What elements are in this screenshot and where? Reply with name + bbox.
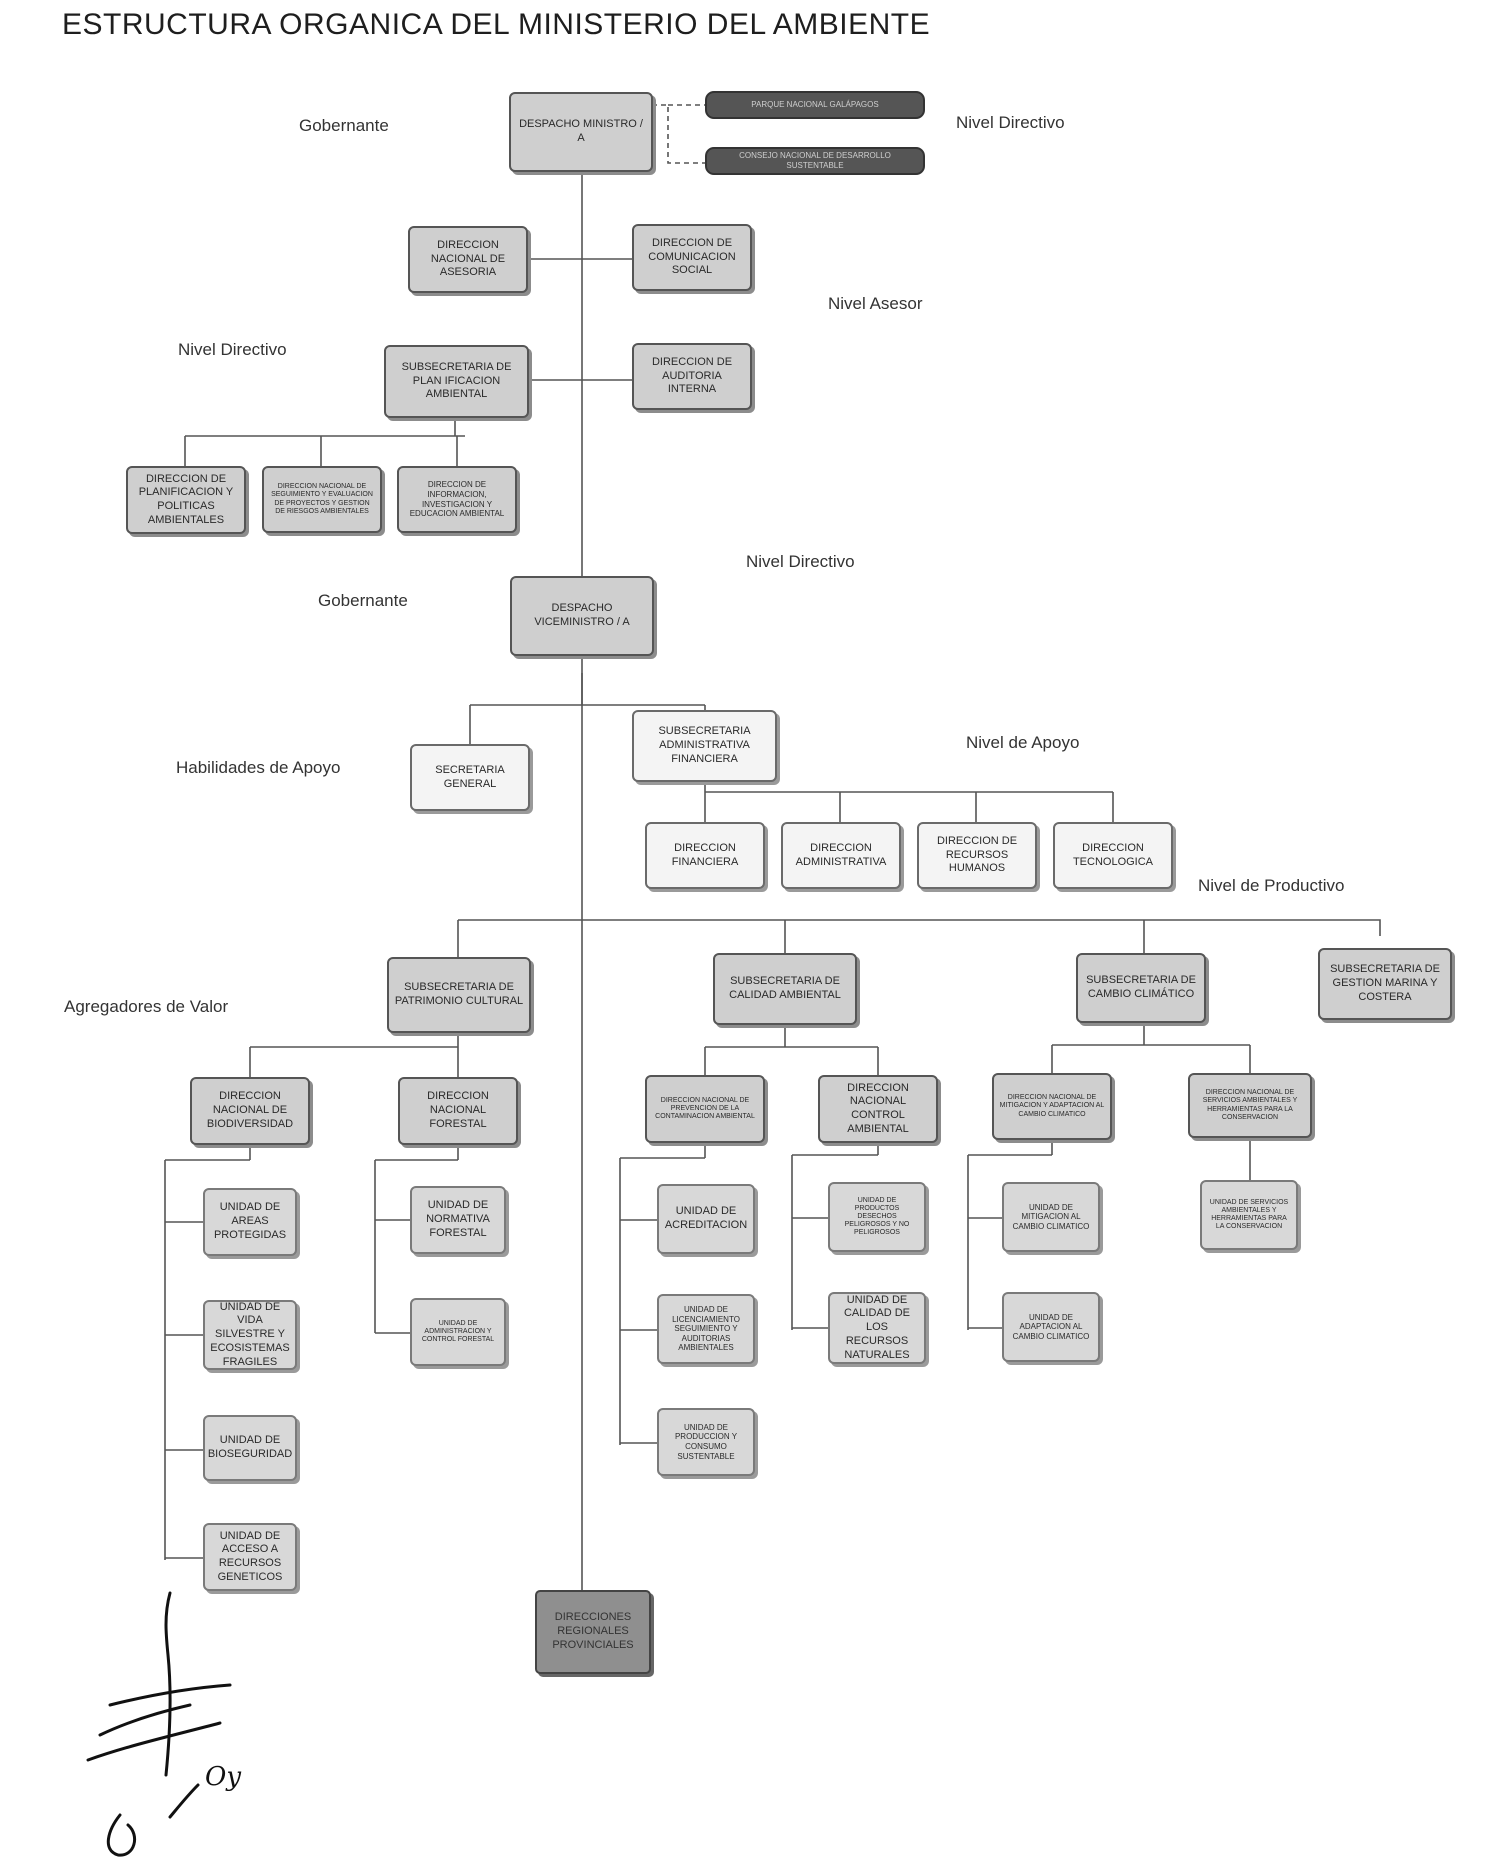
direccion-prevencion-box: DIRECCION NACIONAL DE PREVENCION DE LA C… — [645, 1075, 765, 1143]
despacho-viceministro-box: DESPACHO VICEMINISTRO / A — [510, 576, 654, 656]
connector-line — [249, 1035, 459, 1077]
direccion-asesoria-box: DIRECCION NACIONAL DE ASESORIA — [408, 226, 528, 293]
connector-line — [164, 1145, 251, 1560]
unidad-vida-silvestre-box: UNIDAD DE VIDA SILVESTRE Y ECOSISTEMAS F… — [203, 1300, 297, 1370]
subsecretaria-administrativa-box: SUBSECRETARIA ADMINISTRATIVA FINANCIERA — [632, 710, 777, 782]
signature-initials: Oy — [205, 1762, 241, 1792]
subsecretaria-calidad-box: SUBSECRETARIA DE CALIDAD AMBIENTAL — [713, 953, 857, 1025]
unidad-servicios-box: UNIDAD DE SERVICIOS AMBIENTALES Y HERRAM… — [1200, 1180, 1298, 1250]
level-label-gobernante: Gobernante — [318, 591, 408, 610]
unidad-mitigacion-box: UNIDAD DE MITIGACION AL CAMBIO CLIMATICO — [1002, 1182, 1100, 1252]
direccion-informacion-box: DIRECCION DE INFORMACION, INVESTIGACION … — [397, 466, 517, 533]
subsecretaria-planificacion-box: SUBSECRETARIA DE PLAN IFICACION AMBIENTA… — [384, 345, 529, 418]
dashed-link-line — [652, 104, 705, 164]
connector-line — [791, 1143, 879, 1330]
despacho-ministro-box: DESPACHO MINISTRO / A — [509, 92, 653, 172]
unidad-acreditacion-box: UNIDAD DE ACREDITACION — [657, 1184, 755, 1254]
direccion-biodiversidad-box: DIRECCION NACIONAL DE BIODIVERSIDAD — [190, 1077, 310, 1145]
level-label-nivel-asesor: Nivel Asesor — [828, 294, 923, 313]
level-label-nivel-directivo: Nivel Directivo — [956, 113, 1065, 132]
secretaria-general-box: SECRETARIA GENERAL — [410, 744, 530, 811]
unidad-recursos-geneticos-box: UNIDAD DE ACCESO A RECURSOS GENETICOS — [203, 1523, 297, 1591]
consejo-nacional-box: CONSEJO NACIONAL DE DESARROLLO SUSTENTAB… — [705, 147, 925, 175]
unidad-normativa-forestal-box: UNIDAD DE NORMATIVA FORESTAL — [410, 1186, 506, 1254]
direccion-control-box: DIRECCION NACIONAL CONTROL AMBIENTAL — [818, 1075, 938, 1143]
unidad-adaptacion-box: UNIDAD DE ADAPTACION AL CAMBIO CLIMATICO — [1002, 1292, 1100, 1362]
unidad-licenciamiento-box: UNIDAD DE LICENCIAMIENTO SEGUIMIENTO Y A… — [657, 1294, 755, 1364]
handwritten-signature: Oy — [86, 1591, 241, 1857]
unidad-administracion-forestal-box: UNIDAD DE ADMINISTRACION Y CONTROL FORES… — [410, 1298, 506, 1366]
unidad-desechos-box: UNIDAD DE PRODUCTOS DESECHOS PELIGROSOS … — [828, 1182, 926, 1252]
connector-line — [1051, 1023, 1251, 1075]
subsecretaria-gestion-marina-box: SUBSECRETARIA DE GESTION MARINA Y COSTER… — [1318, 948, 1452, 1020]
level-label-nivel-productivo: Nivel de Productivo — [1198, 876, 1345, 895]
level-label-gobernante: Gobernante — [299, 116, 389, 135]
direccion-tecnologica-box: DIRECCION TECNOLOGICA — [1053, 822, 1173, 889]
direccion-rrhh-box: DIRECCION DE RECURSOS HUMANOS — [917, 822, 1037, 889]
subsecretaria-patrimonio-box: SUBSECRETARIA DE PATRIMONIO CULTURAL — [387, 957, 531, 1033]
unidad-produccion-box: UNIDAD DE PRODUCCION Y CONSUMO SUSTENTAB… — [657, 1408, 755, 1476]
direccion-servicios-box: DIRECCION NACIONAL DE SERVICIOS AMBIENTA… — [1188, 1073, 1312, 1138]
level-label-nivel-directivo: Nivel Directivo — [178, 340, 287, 359]
connector-line — [619, 1143, 706, 1445]
connector-line — [704, 780, 1114, 822]
parque-nacional-box: PARQUE NACIONAL GALÁPAGOS — [705, 91, 925, 119]
level-label-nivel-directivo: Nivel Directivo — [746, 552, 855, 571]
direccion-auditoria-box: DIRECCION DE AUDITORIA INTERNA — [632, 343, 752, 410]
direccion-forestal-box: DIRECCION NACIONAL FORESTAL — [398, 1077, 518, 1145]
connector-line — [374, 1145, 459, 1334]
connector-line — [469, 673, 706, 744]
direcciones-regionales-box: DIRECCIONES REGIONALES PROVINCIALES — [535, 1590, 651, 1674]
unidad-calidad-recursos-box: UNIDAD DE CALIDAD DE LOS RECURSOS NATURA… — [828, 1292, 926, 1364]
connector-line — [457, 919, 1381, 957]
page-title: ESTRUCTURA ORGANICA DEL MINISTERIO DEL A… — [62, 8, 931, 41]
level-label-habilidades-apoyo: Habilidades de Apoyo — [176, 758, 341, 777]
subsecretaria-cambio-climatico-box: SUBSECRETARIA DE CAMBIO CLIMÁTICO — [1076, 953, 1206, 1023]
direccion-seguimiento-box: DIRECCION NACIONAL DE SEGUIMIENTO Y EVAL… — [262, 466, 382, 533]
connector-line — [184, 418, 465, 466]
direccion-planificacion-politicas-box: DIRECCION DE PLANIFICACION Y POLITICAS A… — [126, 466, 246, 534]
unidad-bioseguridad-box: UNIDAD DE BIOSEGURIDAD — [203, 1415, 297, 1481]
connector-line — [704, 1025, 879, 1077]
level-label-nivel-apoyo: Nivel de Apoyo — [966, 733, 1080, 752]
level-label-agregadores-valor: Agregadores de Valor — [64, 997, 229, 1016]
unidad-areas-protegidas-box: UNIDAD DE AREAS PROTEGIDAS — [203, 1188, 297, 1256]
direccion-comunicacion-box: DIRECCION DE COMUNICACION SOCIAL — [632, 224, 752, 291]
direccion-mitigacion-box: DIRECCION NACIONAL DE MITIGACION Y ADAPT… — [992, 1073, 1112, 1140]
direccion-financiera-box: DIRECCION FINANCIERA — [645, 822, 765, 889]
connector-line — [967, 1140, 1053, 1330]
direccion-administrativa-box: DIRECCION ADMINISTRATIVA — [781, 822, 901, 889]
